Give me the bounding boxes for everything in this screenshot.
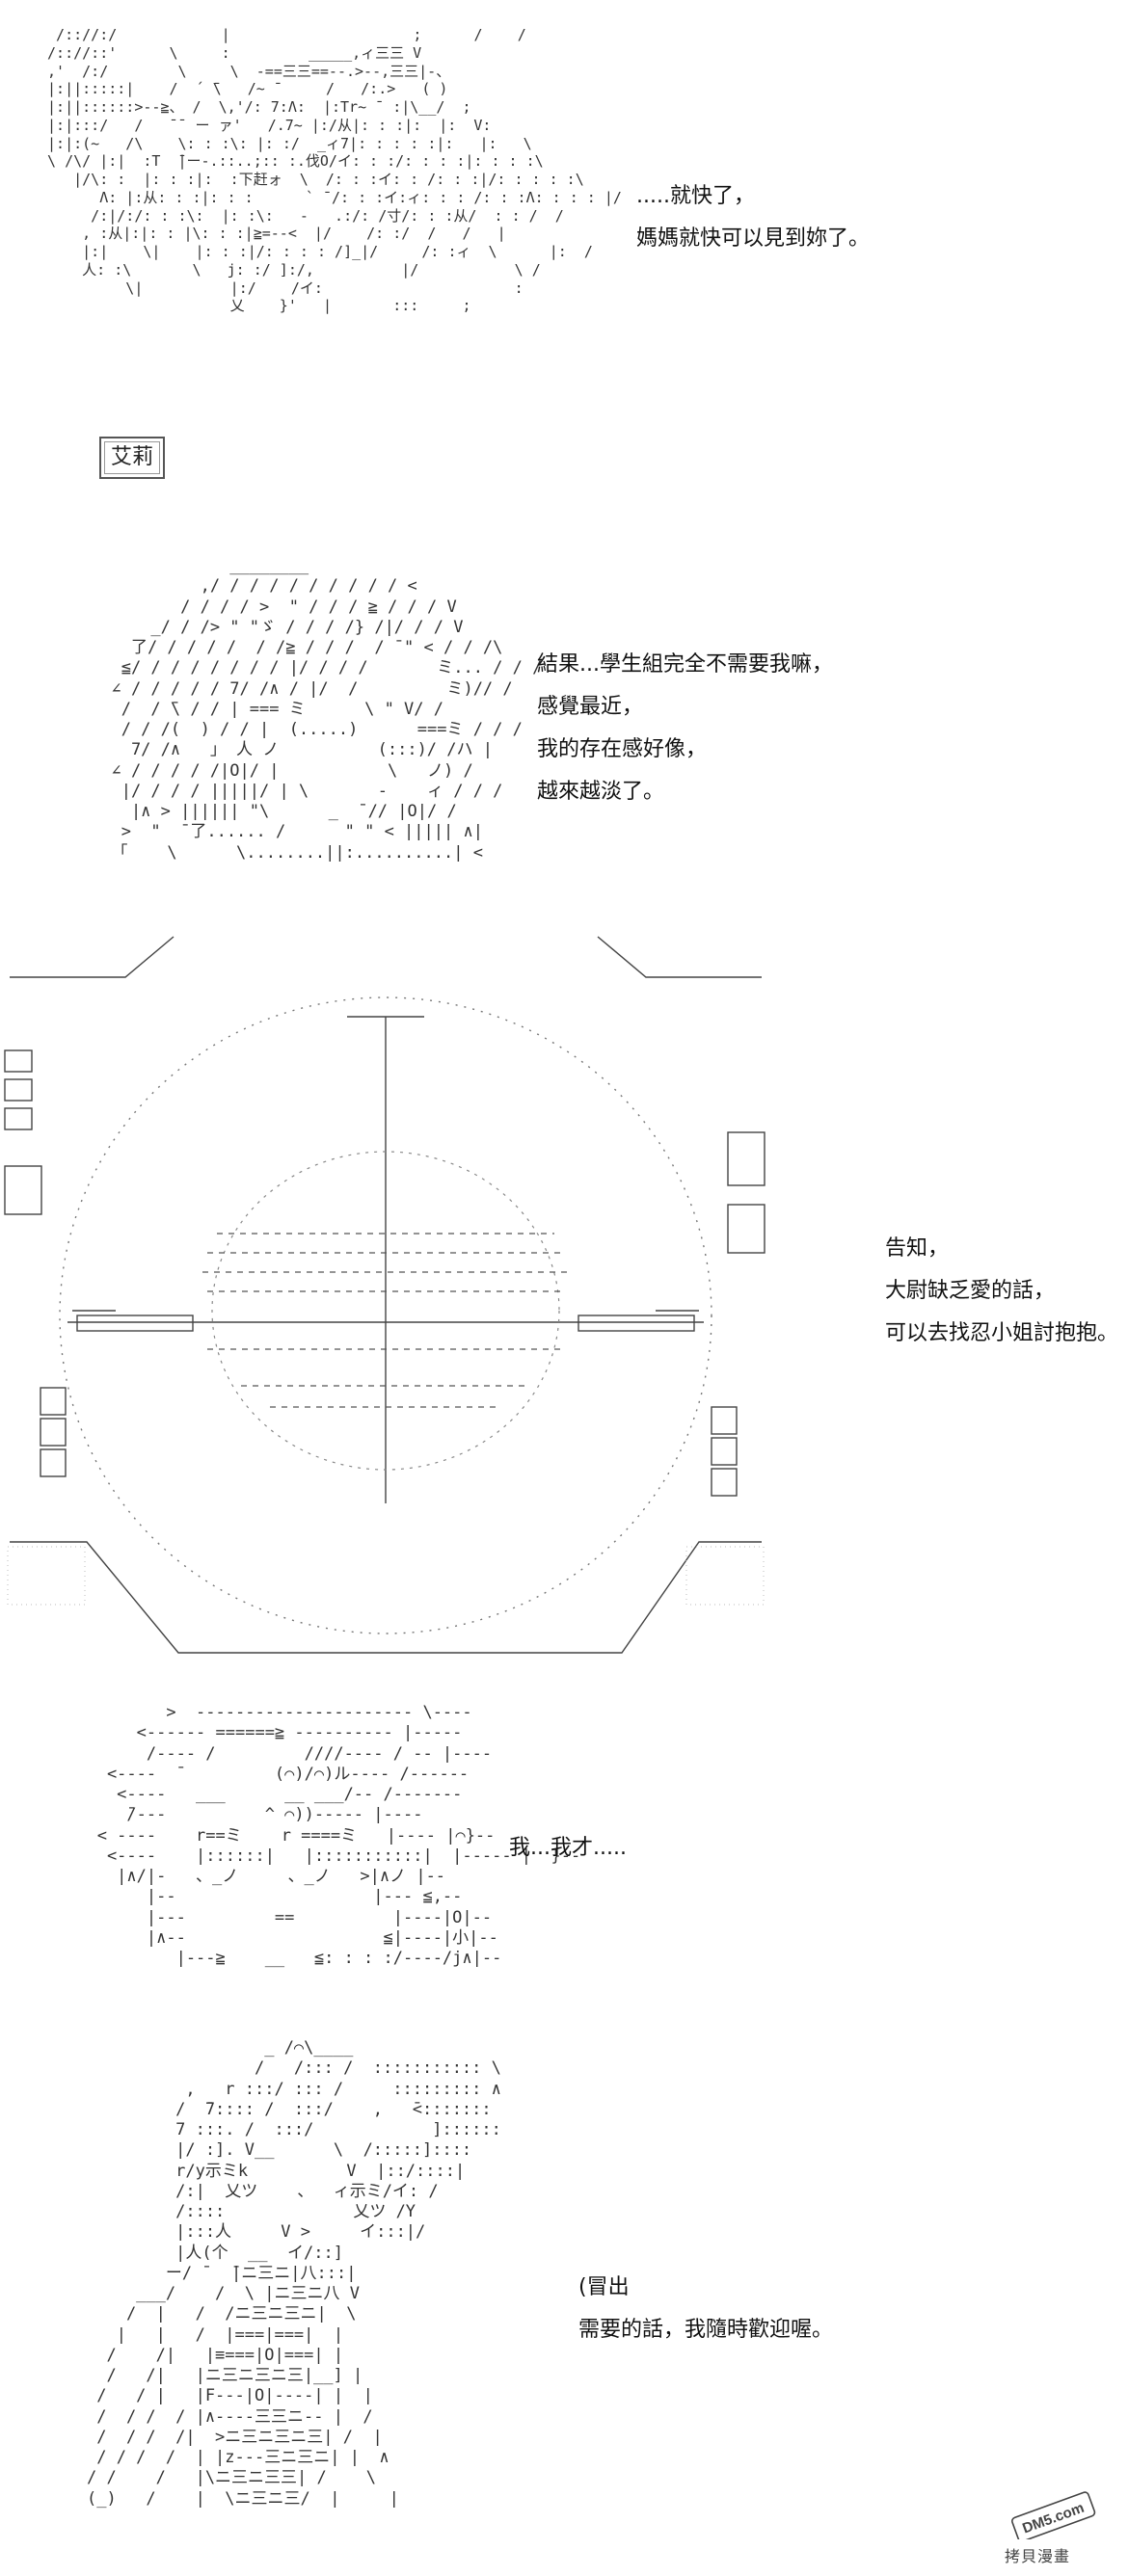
dialogue-line: 可以去找忍小姐討抱抱。: [885, 1321, 1119, 1345]
dialogue-panel-1: .....就快了， 媽媽就快可以見到妳了。: [636, 175, 870, 260]
site-watermark: DM5.com 拷貝漫畫: [997, 2491, 1113, 2566]
ascii-art-flustered-face: > ---------------------- \---- <------ =…: [96, 1703, 581, 1968]
ascii-art-mother: /:://:/ | ; / / /:://::' \ : _____,ィ三三 V…: [47, 26, 622, 315]
panel-3: 告知， 大尉缺乏愛的話， 可以去找忍小姐討抱抱。: [0, 925, 1128, 1696]
dialogue-line: 告知，: [885, 1236, 950, 1261]
dialogue-line: 我...我才.....: [509, 1836, 627, 1860]
speaker-name-box: 艾莉: [99, 437, 166, 479]
dialogue-line: .....就快了，: [636, 184, 755, 208]
sensor-display-diagram: [4, 936, 765, 1654]
dialogue-line: 感覺最近，: [537, 695, 644, 719]
watermark-logo-text: DM5.com: [1020, 2500, 1086, 2537]
dialogue-line: 結果...學生組完全不需要我嘛，: [537, 652, 833, 677]
dialogue-line: 媽媽就快可以見到妳了。: [636, 226, 871, 251]
dialogue-panel-3: 告知， 大尉缺乏愛的話， 可以去找忍小姐討抱抱。: [885, 1228, 1118, 1355]
speaker-name: 艾莉: [111, 445, 154, 469]
watermark-caption: 拷貝漫畫: [1005, 2547, 1071, 2565]
panel-2: ________ ,/ / / / / / / / / / < / / / / …: [0, 520, 1128, 925]
dialogue-line: 大尉缺乏愛的話，: [885, 1279, 1056, 1303]
dialogue-line: 需要的話，我隨時歡迎喔。: [578, 2318, 834, 2342]
panel-5: _ /⌒\____ / /::: / ::::::::::: \ , r :::…: [0, 2014, 1128, 2576]
dialogue-line: 我的存在感好像，: [537, 737, 708, 761]
dm5-logo-icon: DM5.com: [1011, 2491, 1096, 2539]
dialogue-panel-5: (冒出 需要的話，我隨時歡迎喔。: [578, 2267, 833, 2351]
dialogue-panel-4: 我...我才.....: [509, 1827, 627, 1870]
dialogue-line: (冒出: [578, 2275, 630, 2299]
dialogue-panel-2: 結果...學生組完全不需要我嘛， 感覺最近， 我的存在感好像， 越來越淡了。: [537, 644, 833, 813]
ascii-art-girl: ________ ,/ / / / / / / / / / < / / / / …: [111, 556, 543, 863]
panel-1: /:://:/ | ; / / /:://::' \ : _____,ィ三三 V…: [0, 0, 1128, 479]
dialogue-line: 越來越淡了。: [537, 780, 665, 804]
ascii-art-shinobu: _ /⌒\____ / /::: / ::::::::::: \ , r :::…: [87, 2038, 501, 2509]
panel-4: > ---------------------- \---- <------ =…: [0, 1686, 1128, 2014]
